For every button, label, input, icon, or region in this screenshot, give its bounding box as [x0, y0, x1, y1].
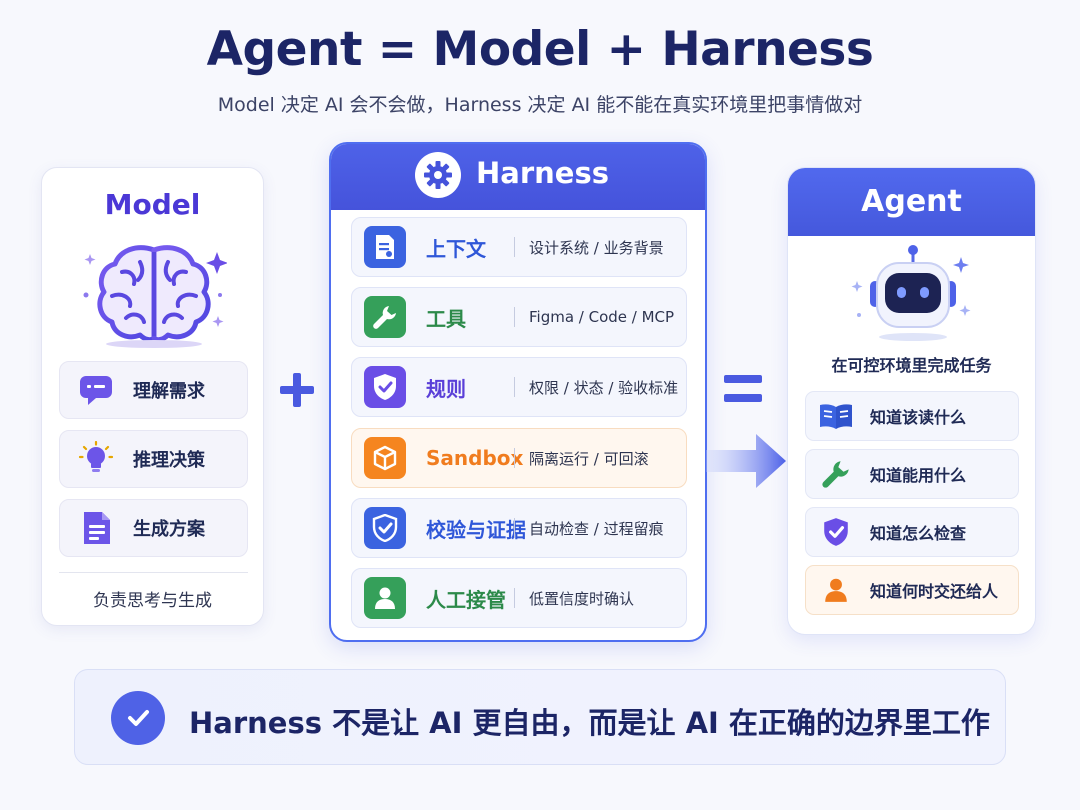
agent-header: Agent: [788, 168, 1035, 236]
robot-icon: [843, 243, 983, 343]
harness-card: Harness 上下文 设计系统 / 业务背景 工具 Figma / Code …: [329, 142, 707, 642]
person-icon: [364, 577, 406, 619]
harness-row-human: 人工接管 低置信度时确认: [351, 568, 687, 628]
harness-row-desc: 设计系统 / 业务背景: [529, 238, 664, 257]
page-title: Agent = Model + Harness: [206, 22, 874, 77]
harness-row-desc: 自动检查 / 过程留痕: [529, 519, 664, 538]
lightbulb-icon: [76, 439, 116, 479]
harness-row-label: Sandbox: [426, 446, 524, 470]
summary-banner: Harness 不是让 AI 更自由，而是让 AI 在正确的边界里工作: [74, 669, 1006, 765]
context-doc-icon: [364, 226, 406, 268]
check-circle-icon: [111, 691, 165, 745]
agent-item-label: 知道能用什么: [870, 466, 967, 485]
agent-caption: 在可控环境里完成任务: [831, 356, 992, 375]
gear-icon: [415, 152, 461, 198]
harness-row-desc: 隔离运行 / 可回滚: [529, 449, 649, 468]
model-footer: 负责思考与生成: [93, 591, 212, 611]
harness-row-desc: 低置信度时确认: [529, 589, 635, 608]
chat-bubble-icon: [76, 370, 116, 410]
agent-title: Agent: [861, 184, 962, 219]
harness-row-verify: 校验与证据 自动检查 / 过程留痕: [351, 498, 687, 558]
brain-icon: [82, 240, 228, 350]
harness-row-tools: 工具 Figma / Code / MCP: [351, 287, 687, 347]
equals-icon: [722, 372, 764, 406]
agent-card: Agent 在可控环境里完成任务 知道该读什么: [787, 167, 1036, 635]
agent-item-use: 知道能用什么: [805, 449, 1019, 499]
model-item-label: 推理决策: [133, 450, 205, 471]
wrench-icon: [818, 456, 854, 492]
person-icon: [818, 572, 854, 608]
box-icon: [364, 437, 406, 479]
model-card: Model: [41, 167, 264, 626]
harness-row-desc: Figma / Code / MCP: [529, 308, 675, 326]
model-item-reason: 推理决策: [59, 430, 248, 488]
page-subtitle: Model 决定 AI 会不会做，Harness 决定 AI 能不能在真实环境里…: [217, 94, 863, 116]
harness-row-label: 校验与证据: [426, 517, 526, 542]
harness-row-label: 工具: [426, 306, 466, 331]
model-item-label: 理解需求: [133, 381, 205, 402]
agent-item-check: 知道怎么检查: [805, 507, 1019, 557]
model-title: Model: [104, 188, 201, 221]
book-icon: [818, 398, 854, 434]
verify-shield-icon: [364, 507, 406, 549]
shield-check-icon: [364, 366, 406, 408]
agent-item-label: 知道何时交还给人: [870, 582, 999, 601]
model-divider: [59, 572, 248, 573]
model-item-generate: 生成方案: [59, 499, 248, 557]
harness-row-label: 人工接管: [426, 587, 506, 612]
agent-item-label: 知道怎么检查: [870, 524, 967, 543]
plus-icon: [277, 370, 317, 410]
harness-row-label: 上下文: [426, 236, 486, 261]
harness-row-label: 规则: [426, 376, 466, 401]
agent-item-label: 知道该读什么: [870, 408, 967, 427]
shield-check-icon: [818, 514, 854, 550]
harness-row-context: 上下文 设计系统 / 业务背景: [351, 217, 687, 277]
wrench-icon: [364, 296, 406, 338]
harness-header: Harness: [331, 144, 705, 210]
harness-row-desc: 权限 / 状态 / 验收标准: [529, 378, 679, 397]
agent-item-handoff: 知道何时交还给人: [805, 565, 1019, 615]
arrow-right-icon: [706, 430, 788, 492]
model-item-understand: 理解需求: [59, 361, 248, 419]
harness-title: Harness: [476, 156, 609, 190]
agent-item-read: 知道该读什么: [805, 391, 1019, 441]
model-item-label: 生成方案: [133, 519, 205, 540]
harness-row-sandbox: Sandbox 隔离运行 / 可回滚: [351, 428, 687, 488]
document-icon: [76, 508, 116, 548]
banner-text: Harness 不是让 AI 更自由，而是让 AI 在正确的边界里工作: [189, 706, 990, 740]
harness-row-rules: 规则 权限 / 状态 / 验收标准: [351, 357, 687, 417]
